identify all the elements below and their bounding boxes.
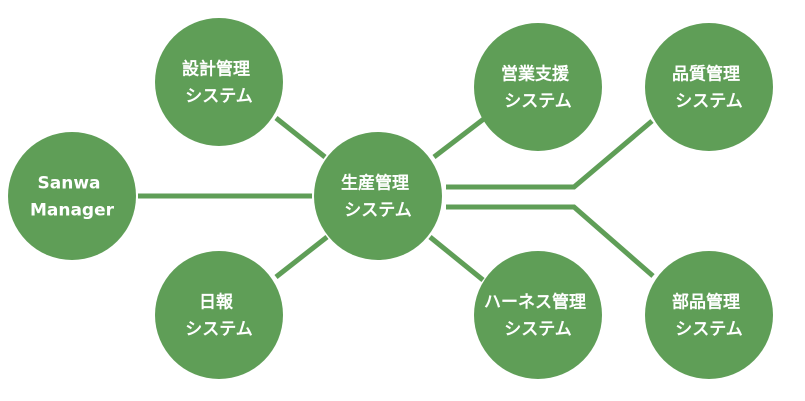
node-label-line: 日報: [199, 292, 234, 313]
node-label: Sanwa Manager: [30, 174, 115, 221]
edge-production-harness: [428, 235, 485, 282]
node-parts-system: 部品管理 システム: [645, 251, 773, 379]
node-circle: [645, 251, 773, 379]
node-label: 日報 システム: [185, 292, 253, 340]
node-label: 生産管理 システム: [341, 173, 415, 221]
node-harness-system: ハーネス管理 システム: [474, 251, 602, 379]
edge-production-parts: [446, 204, 655, 278]
node-label: 部品管理 システム: [672, 292, 746, 340]
node-quality-system: 品質管理 システム: [645, 23, 773, 151]
node-circle: [8, 132, 136, 260]
node-label-line: 営業支援: [501, 64, 570, 85]
node-label-line: 部品管理: [672, 292, 740, 313]
node-circle: [474, 251, 602, 379]
node-label: ハーネス管理 システム: [484, 292, 592, 340]
node-label-line: システム: [504, 320, 572, 340]
node-label-line: システム: [675, 92, 743, 112]
node-circle: [645, 23, 773, 151]
node-label: 営業支援 システム: [501, 64, 575, 112]
node-label-line: システム: [185, 320, 253, 340]
node-label-line: 品質管理: [672, 64, 740, 85]
node-circle: [474, 23, 602, 151]
connector-lines: [138, 116, 655, 282]
edge-production-sales: [432, 116, 487, 159]
node-label-line: システム: [344, 201, 412, 221]
node-label: 品質管理 システム: [672, 64, 746, 112]
node-circle: [314, 132, 442, 260]
node-label-line: システム: [675, 320, 743, 340]
node-sales-support-system: 営業支援 システム: [474, 23, 602, 151]
node-label-line: 設計管理: [182, 59, 250, 80]
node-label-line: Sanwa: [38, 174, 101, 194]
edge-production-design: [274, 116, 327, 159]
node-label: 設計管理 システム: [182, 59, 256, 107]
node-daily-report-system: 日報 システム: [155, 251, 283, 379]
node-label-line: 生産管理: [341, 173, 409, 194]
node-label-line: システム: [185, 87, 253, 107]
node-circle: [155, 18, 283, 146]
node-label-line: Manager: [30, 201, 115, 221]
node-design-system: 設計管理 システム: [155, 18, 283, 146]
system-nodes: 生産管理 システム Sanwa Manager 設計管理 システム 日報 システ…: [8, 18, 773, 379]
node-production-system: 生産管理 システム: [314, 132, 442, 260]
edge-production-daily: [274, 235, 329, 279]
node-sanwa-manager: Sanwa Manager: [8, 132, 136, 260]
node-label-line: システム: [504, 92, 572, 112]
node-circle: [155, 251, 283, 379]
edge-production-quality: [446, 119, 654, 190]
node-label-line: ハーネス管理: [484, 292, 586, 313]
